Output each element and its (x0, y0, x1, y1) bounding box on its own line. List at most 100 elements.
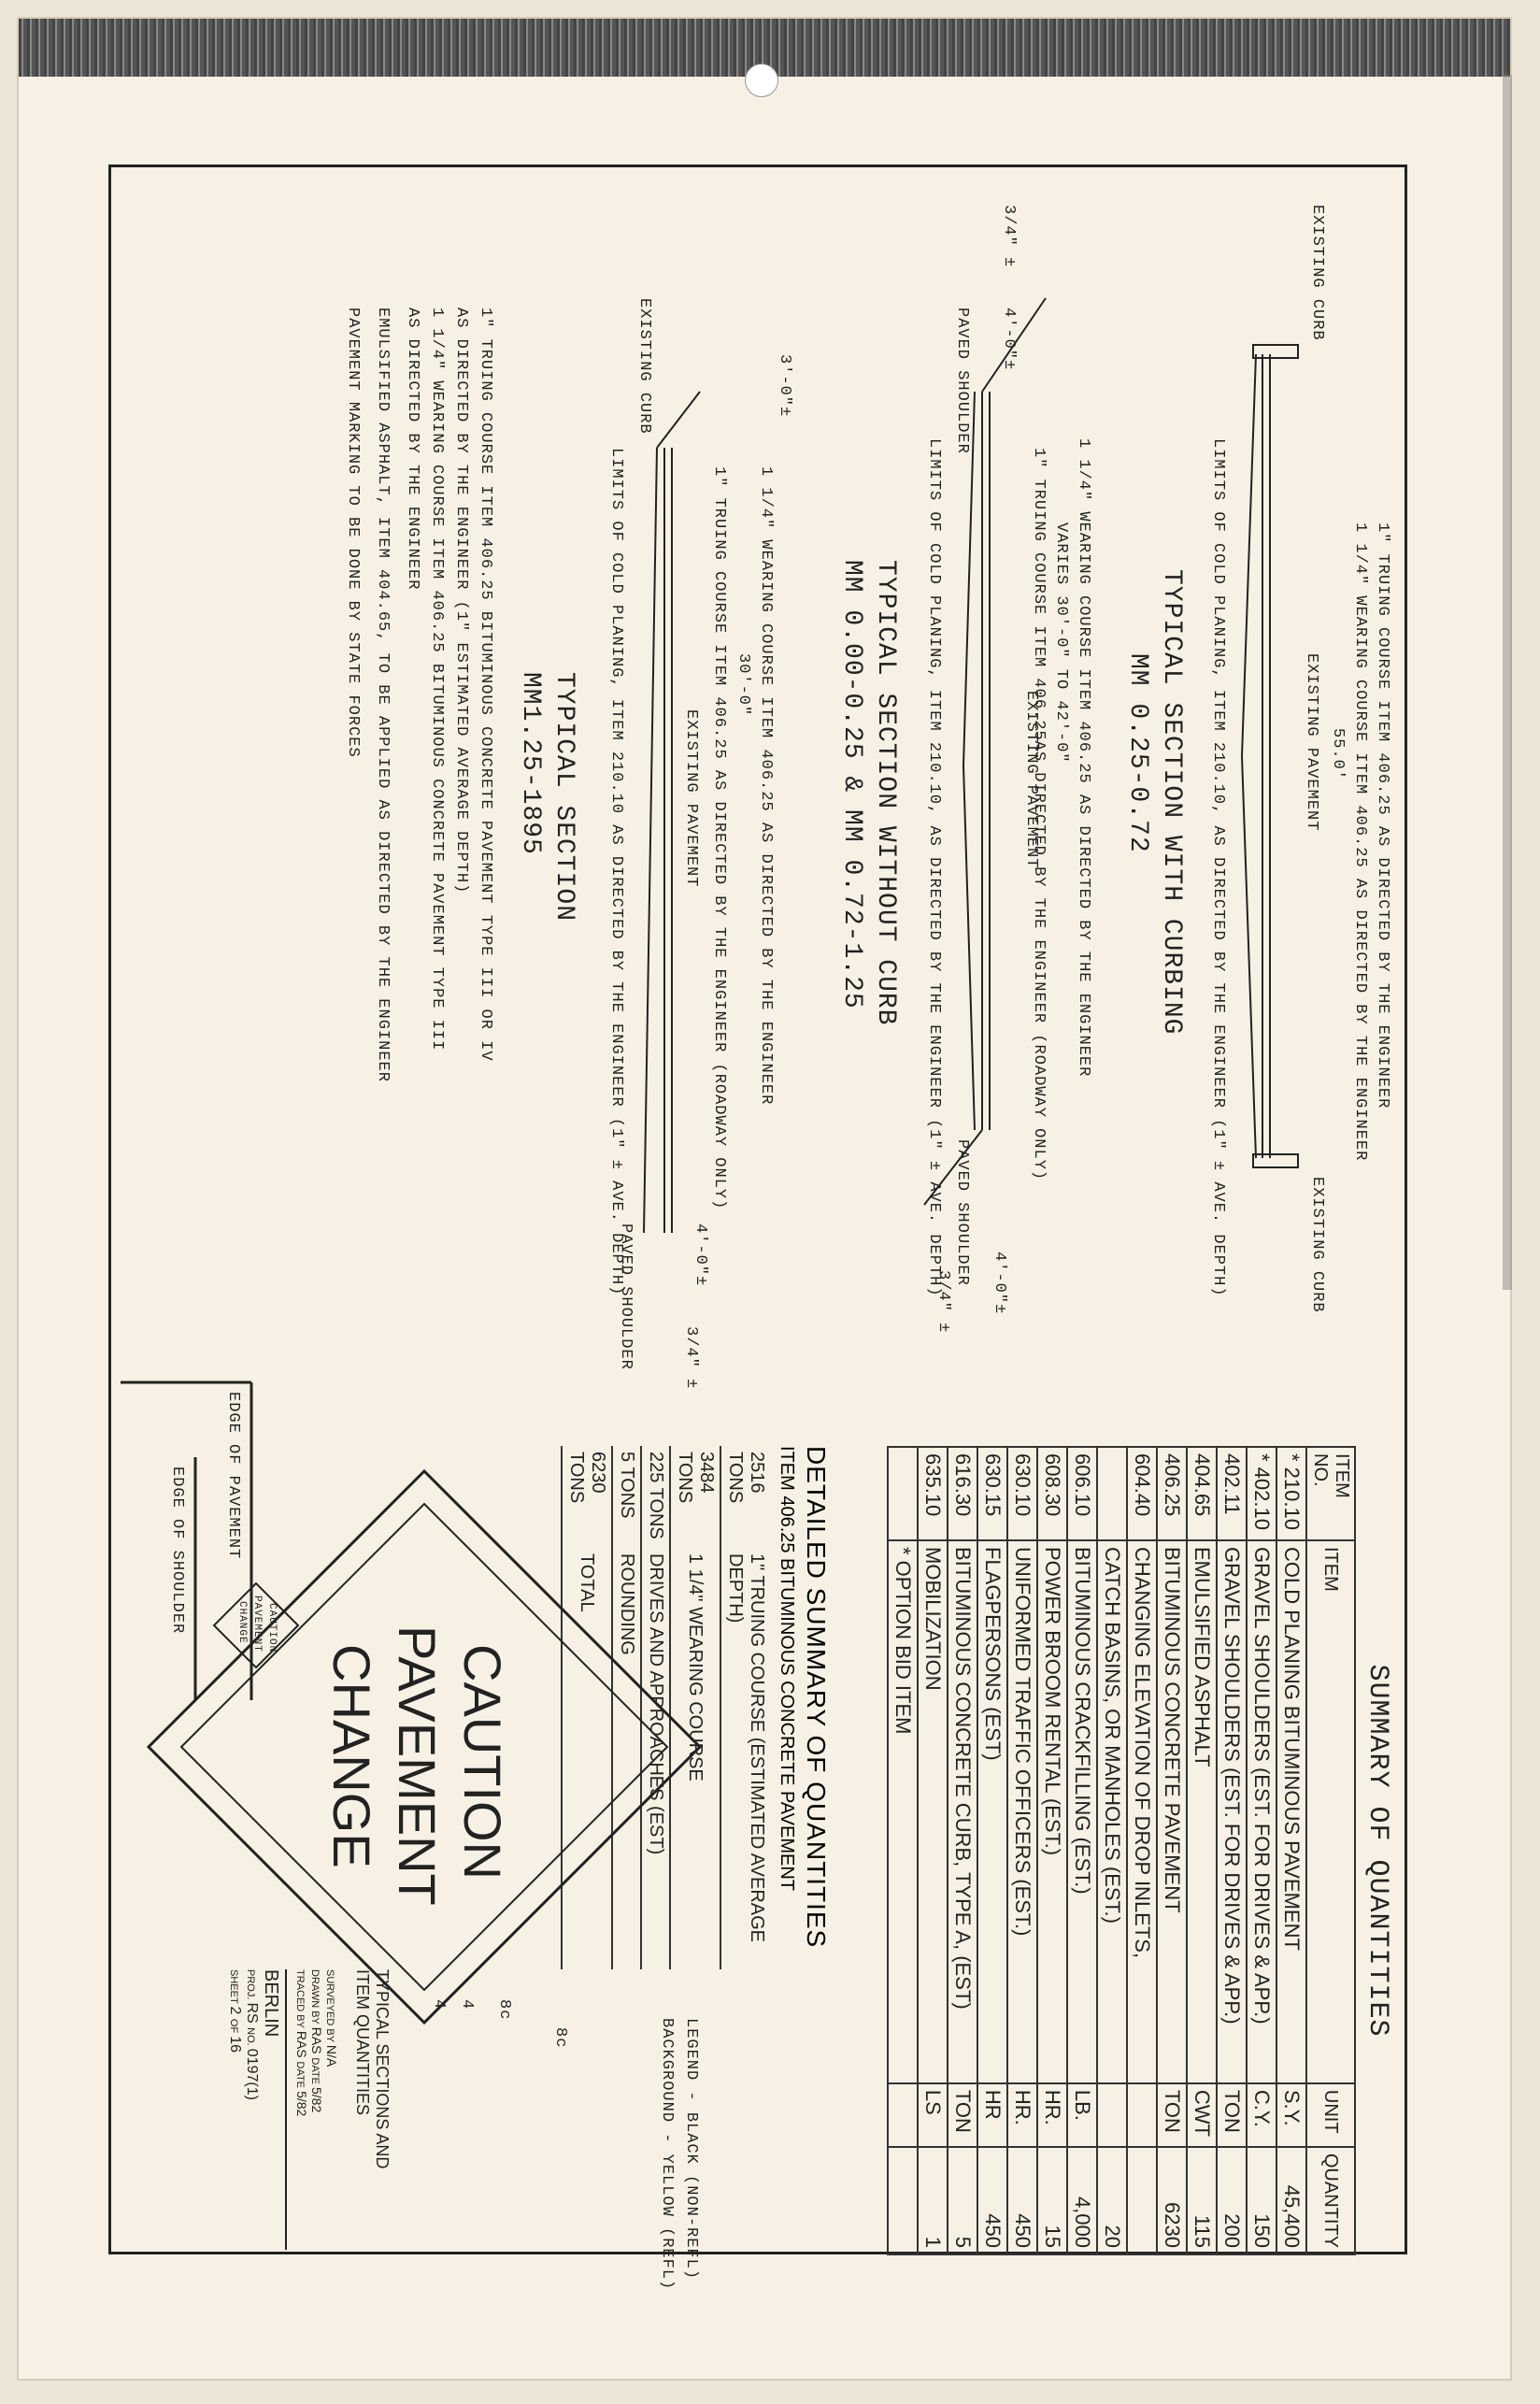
item-no-cell: 406.25 (1157, 1447, 1187, 1540)
sec3-range: MM1.25-1895 (516, 672, 545, 855)
general-note-6: PAVEMENT MARKING TO BE DONE BY STATE FOR… (344, 308, 362, 758)
item-no-cell (888, 1447, 918, 1540)
surveyed-by: SURVEYED BY N/A (324, 1969, 339, 2068)
quantity-cell: 15 (1037, 2146, 1067, 2254)
item-no-cell: 604.40 (1127, 1447, 1157, 1540)
general-note-4: AS DIRECTED BY THE ENGINEER (404, 308, 421, 591)
item-no-cell: 608.30 (1037, 1447, 1067, 1540)
unit-cell: CWT (1187, 2082, 1217, 2147)
description-cell: ROUNDING (612, 1547, 641, 1969)
description-cell: 1" TRUING COURSE (ESTIMATED AVERAGE DEPT… (720, 1547, 770, 1969)
item-cell: POWER BROOM RENTAL (EST.) (1037, 1540, 1067, 2083)
sec3-slope: 3/4" ± (682, 1326, 700, 1390)
item-no-cell (1097, 1447, 1127, 1540)
description-cell: TOTAL (562, 1547, 612, 1969)
unit-cell: S.Y. (1276, 2082, 1306, 2147)
general-note-1: 1" TRUING COURSE ITEM 406.25 BITUMINOUS … (477, 308, 494, 1062)
sign-legend: LEGEND - BLACK (NON-REFL) (682, 2018, 700, 2281)
section-drawings (643, 297, 1299, 1234)
sec2-title: TYPICAL SECTION WITHOUT CURB (871, 560, 900, 1026)
title-block-title: TYPICAL SECTIONS AND ITEM QUANTITIES (353, 1969, 392, 2169)
sec1-planing: LIMITS OF COLD PLANING, ITEM 210.10, AS … (1209, 438, 1227, 1297)
tons-cell: 5 TONS (612, 1446, 641, 1548)
item-no-cell: 630.10 (1007, 1447, 1037, 1540)
sheet-edge-shadow (1503, 75, 1512, 1290)
summary-row: * OPTION BID ITEM (888, 1447, 918, 2254)
unit-cell: C.Y. (1247, 2082, 1276, 2147)
quantity-cell (1127, 2146, 1157, 2254)
item-cell: MOBILIZATION (918, 1540, 948, 2083)
quantity-cell: 115 (1187, 2146, 1217, 2254)
mini-sign-2: PAVEMENT (251, 1596, 263, 1653)
landscape-content: EXISTING CURB EXISTING CURB 1" TRUING CO… (111, 167, 1410, 2290)
item-no-cell: 630.15 (977, 1447, 1007, 1540)
col-item: ITEM (1306, 1540, 1355, 2083)
item-no-cell: * 210.10 (1276, 1447, 1306, 1540)
detailed-subtitle: ITEM 406.25 BITUMINOUS CONCRETE PAVEMENT (777, 1446, 797, 1892)
unit-cell: LB. (1067, 2082, 1097, 2147)
item-cell: BITUMINOUS CRACKFILLING (EST.) (1067, 1540, 1097, 2083)
unit-cell: HR (977, 2082, 1007, 2147)
item-cell: BITUMINOUS CONCRETE CURB, TYPE A, (EST) (948, 1540, 977, 2083)
item-cell: UNIFORMED TRAFFIC OFFICERS (EST.) (1007, 1540, 1037, 2083)
sign-dim-1: 8c (551, 2027, 569, 2049)
sec3-note-2: 1" TRUING COURSE ITEM 406.25 AS DIRECTED… (710, 466, 728, 1210)
quantity-cell: 150 (1247, 2146, 1276, 2254)
sign-dim-4: 4 (430, 1999, 448, 2010)
quantity-cell: 5 (948, 2146, 977, 2254)
title-block: TYPICAL SECTIONS AND ITEM QUANTITIES SUR… (121, 1969, 392, 2250)
sec2-shoulder-w-right: 4'-0"± (991, 1252, 1008, 1315)
sec2-shoulder: PAVED SHOULDER (953, 308, 971, 454)
sec1-note-1: 1" TRUING COURSE ITEM 406.25 AS DIRECTED… (1374, 522, 1391, 1109)
sec2-planing: LIMITS OF COLD PLANING, ITEM 210.10, AS … (925, 438, 943, 1297)
sec1-left-label: EXISTING CURB (1308, 205, 1326, 341)
sign-dim-3: 4 (458, 1999, 476, 2010)
sign-background: BACKGROUND - YELLOW (REFL) (658, 2018, 676, 2291)
item-no-cell: * 402.10 (1247, 1447, 1276, 1540)
sec3-planing: LIMITS OF COLD PLANING, ITEM 210.10 AS D… (607, 448, 625, 1296)
description-cell: 1 1/4" WEARING COURSE (670, 1547, 720, 1969)
unit-cell (1127, 2082, 1157, 2147)
sec2-pavement: EXISTING PAVEMENT (1022, 691, 1040, 869)
item-no-cell: 606.10 (1067, 1447, 1097, 1540)
sign-dim-2: 8c (495, 1999, 513, 2021)
unit-cell (1097, 2082, 1127, 2147)
drawn-by: DRAWN BY RAS DATE 5/82 (309, 1969, 324, 2113)
tons-cell: 6230 TONS (562, 1446, 612, 1548)
drawing-frame: EXISTING CURB EXISTING CURB 1" TRUING CO… (108, 165, 1410, 2290)
sheet-number: SHEET 2 OF 16 (227, 1969, 243, 2053)
sign-line-1: CAUTION (453, 1644, 512, 1880)
sec3-left-offset: 3'-0"± (776, 354, 793, 418)
detailed-title: DETAILED SUMMARY OF QUANTITIES (802, 1446, 831, 1949)
quantity-cell: 450 (977, 2146, 1007, 2254)
item-cell: BITUMINOUS CONCRETE PAVEMENT (1157, 1540, 1187, 2083)
detailed-summary: DETAILED SUMMARY OF QUANTITIES ITEM 406.… (561, 1446, 831, 1969)
sec1-right-label: EXISTING CURB (1308, 1177, 1326, 1313)
col-unit: UNIT (1306, 2082, 1355, 2147)
item-cell: COLD PLANING BITUMINOUS PAVEMENT (1276, 1540, 1306, 2083)
item-no-cell: 402.11 (1217, 1447, 1247, 1540)
general-note-3: 1 1/4" WEARING COURSE ITEM 406.25 BITUMI… (428, 308, 446, 1052)
item-no-cell: 635.10 (918, 1447, 948, 1540)
col-quantity: QUANTITY (1306, 2146, 1355, 2254)
item-cell: * OPTION BID ITEM (888, 1540, 918, 2083)
sec3-title: TYPICAL SECTION (549, 672, 578, 923)
sec3-width: 30'-0" (734, 653, 752, 717)
sign-line-3: CHANGE (322, 1644, 381, 1868)
traced-by: TRACED BY RAS DATE 5/82 (294, 1969, 309, 2117)
unit-cell (888, 2082, 918, 2147)
